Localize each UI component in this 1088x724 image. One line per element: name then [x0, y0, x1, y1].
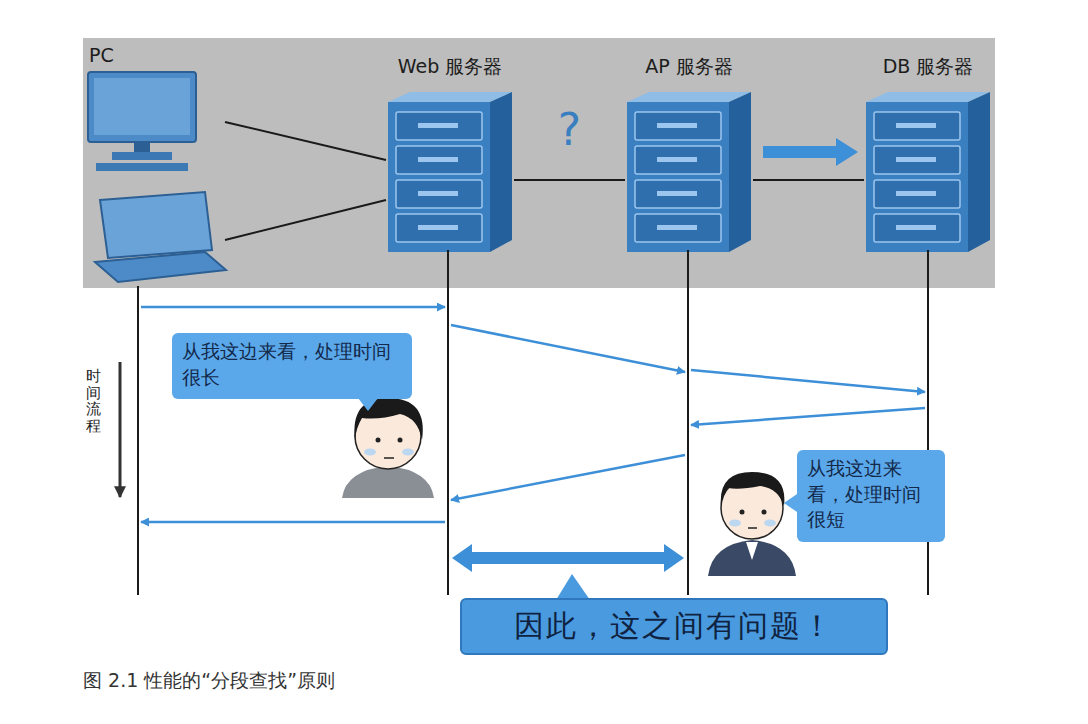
server-node: AP 服务器 [625, 50, 753, 252]
speech-bubble: 从我这边来看，处理时间很短 [797, 450, 945, 542]
bubble-tail [358, 398, 378, 411]
wire-line [225, 200, 386, 240]
network-wire [225, 200, 386, 240]
edge-label: ? [558, 104, 581, 155]
speech-bubble: 从我这边来看，处理时间很长 [172, 333, 412, 399]
pc-group: PC [85, 40, 225, 280]
pc-icons [88, 72, 226, 282]
time-arrow [119, 362, 122, 497]
lifelines [138, 250, 928, 595]
server-icon [627, 92, 751, 252]
server-icon [388, 92, 512, 252]
bubble-text: 从我这边来看，处理时间很长 [182, 339, 402, 390]
flow-arrow [763, 138, 858, 166]
bubble-tail [784, 494, 797, 512]
network-wire [225, 122, 386, 160]
arrow-shaft [763, 146, 836, 158]
network-band [83, 38, 995, 288]
bubble-text: 从我这边来看，处理时间很短 [807, 456, 935, 533]
node-label: Web 服务器 [386, 50, 514, 80]
server-node: Web 服务器 [386, 50, 514, 252]
node-label: PC [85, 40, 225, 66]
node-label: DB 服务器 [864, 50, 992, 80]
figure-caption: 图 2.1 性能的“分段查找”原则 [83, 668, 335, 694]
callout-pointer [556, 574, 590, 600]
person-right [708, 472, 796, 576]
network-wire [514, 180, 625, 181]
person-left [342, 398, 434, 498]
conclusion-box: 因此，这之间有问题！ [460, 598, 888, 655]
wire-line [225, 122, 386, 160]
time-axis-label: 时间流程 [86, 368, 101, 434]
wire-line [753, 179, 864, 181]
conclusion-text: 因此，这之间有问题！ [514, 606, 834, 647]
wire-line [514, 179, 625, 181]
span-arrow [452, 544, 684, 572]
arrow-head [836, 138, 858, 166]
server-icon [866, 92, 990, 252]
server-node: DB 服务器 [864, 50, 992, 252]
network-wire [753, 180, 864, 181]
node-label: AP 服务器 [625, 50, 753, 80]
